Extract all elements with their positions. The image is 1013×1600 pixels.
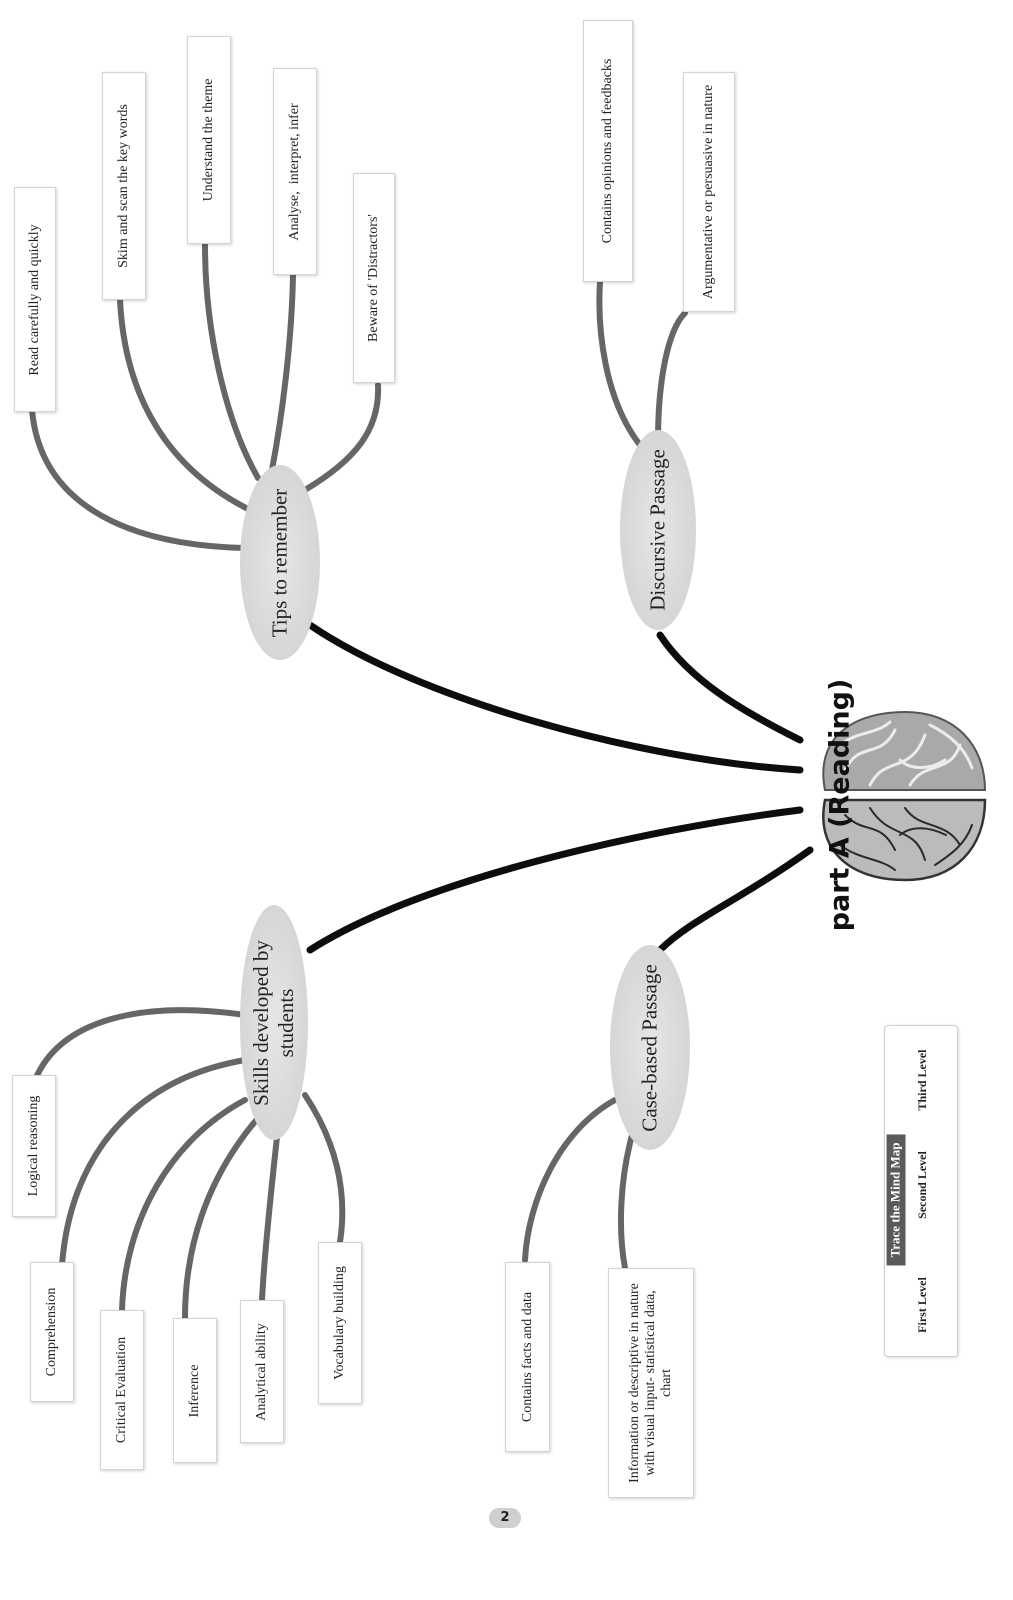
leaf-disc-opinions: Contains opinions and feedbacks [583, 20, 633, 282]
legend-first-level: First Level [915, 1277, 930, 1333]
connector-brain-case [656, 846, 814, 954]
leaf-skills-analytical: Analytical ability [240, 1300, 284, 1443]
legend-title: Trace the Mind Map [884, 1090, 908, 1310]
leaf-skills-comprehension: Comprehension [30, 1262, 74, 1402]
leaf-case-facts: Contains facts and data [505, 1262, 550, 1452]
legend-second-level: Second Level [915, 1151, 930, 1219]
map-title: part A (Reading) [824, 678, 856, 932]
page-number: 2 [489, 1508, 521, 1528]
connector-tips-4 [269, 272, 296, 473]
legend-third-level: Third Level [915, 1049, 930, 1111]
leaf-skills-critical: Critical Evaluation [100, 1310, 144, 1470]
connector-skills-2 [59, 1057, 248, 1268]
leaf-tips-analyse: Analyse, interpret, infer [273, 68, 317, 275]
brain-icon [822, 710, 988, 882]
connector-skills-5 [259, 1125, 281, 1303]
connector-brain-discursive [656, 631, 804, 744]
connector-tips-3 [202, 242, 261, 481]
connector-case-2 [618, 1132, 635, 1271]
connector-disc-1 [596, 279, 643, 448]
leaf-tips-distractors: Beware of 'Distractors' [353, 173, 395, 383]
connector-skills-6 [302, 1092, 346, 1245]
connector-case-1 [522, 1097, 618, 1263]
leaf-skills-inference: Inference [173, 1318, 217, 1463]
connector-tips-5 [302, 382, 382, 493]
hub-tips: Tips to remember [240, 465, 320, 660]
hub-skills: Skills developed by students [240, 905, 308, 1140]
leaf-skills-logical: Logical reasoning [12, 1075, 56, 1217]
connector-disc-2 [655, 310, 688, 443]
connector-brain-tips [306, 621, 804, 774]
leaf-tips-theme: Understand the theme [187, 36, 231, 244]
connector-tips-1 [29, 407, 248, 551]
hub-case-based: Case-based Passage [610, 945, 690, 1150]
hub-discursive: Discursive Passage [620, 430, 696, 630]
connector-skills-1 [32, 1007, 248, 1083]
leaf-disc-argumentative: Argumentative or persuasive in nature [683, 72, 735, 312]
leaf-case-information: Information or descriptive in nature wit… [608, 1268, 694, 1498]
connector-tips-2 [117, 297, 253, 513]
connector-brain-skills [306, 806, 804, 954]
connector-skills-4 [182, 1115, 261, 1321]
connector-skills-3 [119, 1097, 248, 1313]
leaf-tips-read: Read carefully and quickly [14, 187, 56, 412]
leaf-skills-vocabulary: Vocabulary building [318, 1242, 362, 1404]
leaf-tips-skim: Skim and scan the key words [102, 72, 146, 300]
